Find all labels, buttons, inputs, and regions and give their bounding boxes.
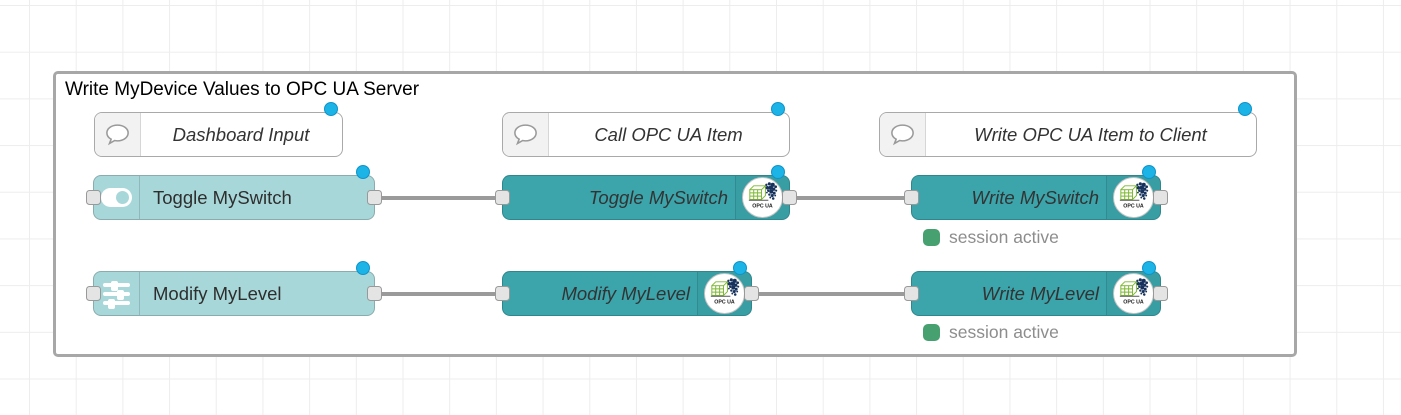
status-label: session active (949, 322, 1059, 342)
node-label: Write MySwitch (971, 186, 1099, 208)
changed-indicator (1142, 165, 1156, 179)
node-label: Modify MyLevel (153, 282, 282, 304)
opcua-logo-icon: OPC UA (1106, 176, 1160, 219)
status-green-square-icon (923, 229, 940, 246)
wire[interactable] (378, 195, 508, 200)
comment-node-dashboard-input[interactable]: Dashboard Input (94, 102, 343, 157)
output-port[interactable] (367, 190, 382, 205)
node-label: Write MyLevel (981, 282, 1099, 304)
comment-node-call-opcua-item[interactable]: Call OPC UA Item (502, 102, 790, 157)
output-port[interactable] (367, 286, 382, 301)
changed-indicator (324, 102, 338, 116)
node-modify-mylevel-dashboard[interactable]: Modify MyLevel (86, 261, 382, 316)
node-status-write-mylevel: session active (923, 322, 1059, 343)
speech-bubble-icon (95, 113, 141, 156)
opcua-logo-icon: OPC UA (1106, 272, 1160, 315)
comment-label: Call OPC UA Item (594, 123, 743, 145)
output-port[interactable] (744, 286, 759, 301)
node-toggle-myswitch-dashboard[interactable]: Toggle MySwitch (86, 165, 382, 220)
node-modify-mylevel-opcua[interactable]: Modify MyLevel OPC UA (495, 261, 759, 316)
speech-bubble-icon (503, 113, 549, 156)
wire[interactable] (755, 291, 918, 296)
group-title: Write MyDevice Values to OPC UA Server (65, 79, 420, 100)
input-port[interactable] (86, 286, 101, 301)
node-label: Toggle MySwitch (153, 186, 292, 208)
status-green-square-icon (923, 324, 940, 341)
sliders-icon (94, 272, 140, 315)
input-port[interactable] (86, 190, 101, 205)
status-label: session active (949, 227, 1059, 247)
output-port[interactable] (782, 190, 797, 205)
changed-indicator (771, 102, 785, 116)
svg-text:OPC UA: OPC UA (752, 204, 773, 210)
svg-text:OPC UA: OPC UA (1123, 300, 1144, 306)
input-port[interactable] (495, 286, 510, 301)
input-port[interactable] (904, 190, 919, 205)
svg-text:OPC UA: OPC UA (714, 300, 735, 306)
input-port[interactable] (904, 286, 919, 301)
output-port[interactable] (1153, 286, 1168, 301)
opcua-logo-icon: OPC UA (697, 272, 751, 315)
changed-indicator (771, 165, 785, 179)
comment-label: Dashboard Input (172, 123, 310, 145)
node-status-write-myswitch: session active (923, 227, 1059, 248)
comment-node-write-opcua-item[interactable]: Write OPC UA Item to Client (879, 102, 1257, 157)
node-write-mylevel[interactable]: Write MyLevel OPC UA (904, 261, 1168, 316)
node-toggle-myswitch-opcua[interactable]: Toggle MySwitch OPC UA (495, 165, 797, 220)
toggle-switch-icon (94, 176, 140, 219)
changed-indicator (1238, 102, 1252, 116)
node-label: Modify MyLevel (561, 282, 690, 304)
changed-indicator (733, 261, 747, 275)
output-port[interactable] (1153, 190, 1168, 205)
wire[interactable] (793, 195, 918, 200)
node-write-myswitch[interactable]: Write MySwitch OPC UA (904, 165, 1168, 220)
wire[interactable] (378, 291, 508, 296)
changed-indicator (1142, 261, 1156, 275)
speech-bubble-icon (880, 113, 926, 156)
input-port[interactable] (495, 190, 510, 205)
changed-indicator (356, 261, 370, 275)
svg-text:OPC UA: OPC UA (1123, 204, 1144, 210)
opcua-logo-icon: OPC UA (735, 176, 789, 219)
node-label: Toggle MySwitch (588, 186, 728, 208)
changed-indicator (356, 165, 370, 179)
comment-label: Write OPC UA Item to Client (974, 123, 1207, 145)
